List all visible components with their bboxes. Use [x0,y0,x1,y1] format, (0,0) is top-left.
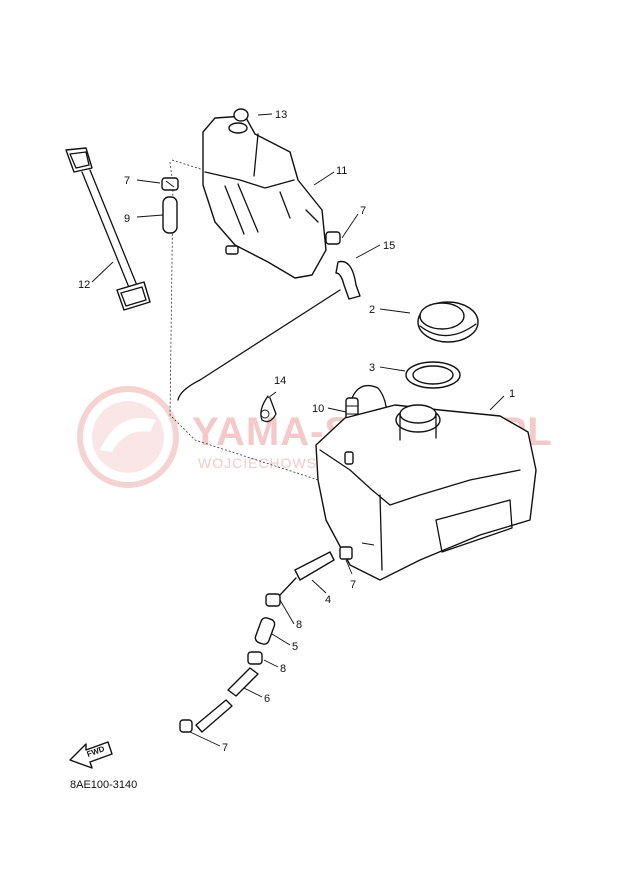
part-clip-7-bottom [179,719,193,733]
guide-line-left [169,161,381,501]
part-clamp-8-lower [247,651,263,665]
callout-1: 1 [509,388,515,400]
callout-9: 9 [124,213,130,225]
callout-7-top: 7 [124,175,130,187]
leader-lines [91,113,505,747]
part-strap [65,147,151,311]
part-hose-9 [162,196,178,234]
part-clip-7-tank [325,231,341,245]
callout-14: 14 [274,375,286,387]
fwd-arrow-icon [69,741,113,769]
part-fuel-tank [315,404,537,581]
callout-13: 13 [275,109,287,121]
part-filler-cap [417,301,479,343]
part-cap-13 [233,108,249,122]
watermark-logo [77,386,179,488]
callout-7-bottom: 7 [222,742,228,754]
part-clip-7-top [161,177,179,191]
callout-11: 11 [336,165,347,177]
part-hose-4 [279,551,335,596]
part-hose-6 [195,667,259,733]
part-clip-14 [260,395,277,423]
callout-6: 6 [264,693,270,705]
part-clamp-8-upper [265,593,281,607]
callout-8-upper: 8 [296,619,302,631]
overflow-hose-line [177,289,341,401]
part-gasket [405,361,461,389]
callout-12: 12 [78,279,90,291]
callout-7-outlet: 7 [350,579,356,591]
callout-15: 15 [383,240,395,252]
diagram-code: 8AE100-3140 [70,779,137,791]
callout-10: 10 [312,403,324,415]
part-hose-15 [335,260,361,300]
callout-5: 5 [292,641,298,653]
callout-7-tank: 7 [360,205,366,217]
part-clip-7-tank-outlet [339,546,353,560]
part-filter-5 [254,617,276,645]
callout-4: 4 [325,594,331,606]
part-reservoir-tank [202,115,327,279]
callout-2: 2 [369,304,375,316]
callout-3: 3 [369,362,375,374]
callout-8-lower: 8 [280,663,286,675]
